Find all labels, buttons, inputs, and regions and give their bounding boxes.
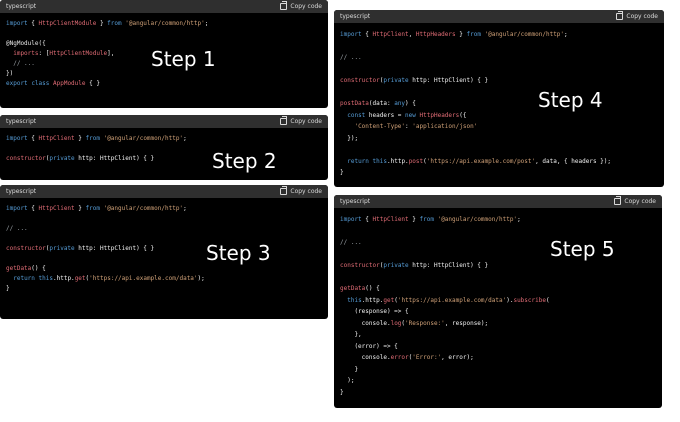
code-block-step-5: typescript Copy code import { HttpClient… — [334, 195, 662, 408]
code-block-header: typescript Copy code — [0, 185, 328, 198]
copy-icon — [616, 11, 624, 20]
code-block-step-1: typescript Copy code import { HttpClient… — [0, 0, 328, 108]
copy-code-button[interactable]: Copy code — [614, 196, 656, 205]
copy-code-button[interactable]: Copy code — [616, 11, 658, 20]
copy-icon — [280, 1, 288, 10]
copy-code-button[interactable]: Copy code — [280, 116, 322, 125]
code-content: import { HttpClient } from '@angular/com… — [340, 216, 550, 396]
copy-code-label: Copy code — [626, 13, 658, 20]
code-block-header: typescript Copy code — [334, 10, 664, 23]
copy-icon — [280, 186, 288, 195]
language-label: typescript — [340, 13, 371, 20]
copy-icon — [280, 116, 288, 125]
copy-code-label: Copy code — [624, 198, 656, 205]
code-block-header: typescript Copy code — [334, 195, 662, 208]
language-label: typescript — [6, 118, 37, 125]
copy-icon — [614, 196, 622, 205]
code-content: import { HttpClient } from '@angular/com… — [6, 135, 187, 162]
step-label-2: Step 2 — [212, 149, 277, 173]
language-label: typescript — [340, 198, 371, 205]
code-content: import { HttpClient, HttpHeaders } from … — [340, 31, 611, 176]
code-content: import { HttpClientModule } from '@angul… — [6, 20, 209, 87]
code-block-step-3: typescript Copy code import { HttpClient… — [0, 185, 328, 319]
copy-code-button[interactable]: Copy code — [280, 1, 322, 10]
copy-code-label: Copy code — [290, 118, 322, 125]
step-label-4: Step 4 — [538, 88, 603, 112]
copy-code-label: Copy code — [290, 188, 322, 195]
code-block-step-2: typescript Copy code import { HttpClient… — [0, 115, 328, 180]
step-label-5: Step 5 — [550, 237, 615, 261]
step-label-1: Step 1 — [151, 47, 216, 71]
language-label: typescript — [6, 3, 37, 10]
code-block-header: typescript Copy code — [0, 115, 328, 128]
copy-code-label: Copy code — [290, 3, 322, 10]
copy-code-button[interactable]: Copy code — [280, 186, 322, 195]
code-block-header: typescript Copy code — [0, 0, 328, 13]
code-content: import { HttpClient } from '@angular/com… — [6, 205, 205, 292]
code-block-step-4: typescript Copy code import { HttpClient… — [334, 10, 664, 187]
language-label: typescript — [6, 188, 37, 195]
step-label-3: Step 3 — [206, 241, 271, 265]
